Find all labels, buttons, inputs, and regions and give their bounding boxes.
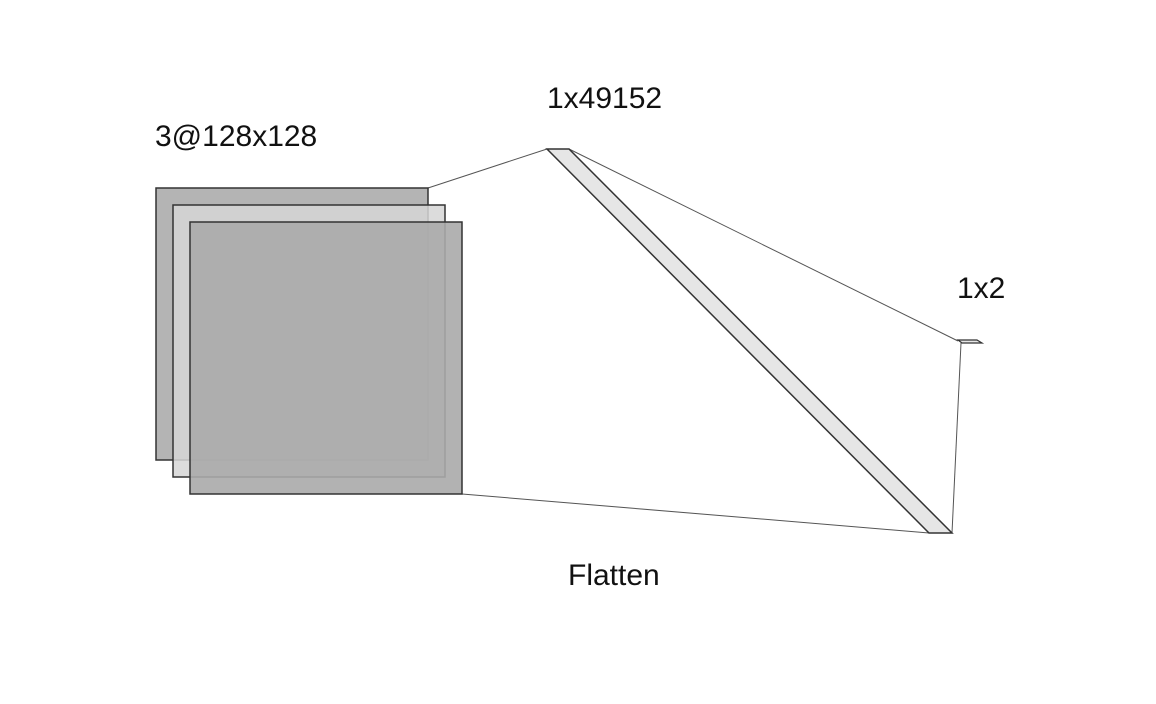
connector-flatten-top (568, 148, 959, 342)
flatten-size-label: 1x49152 (547, 82, 662, 115)
connector-input-bottom (461, 493, 930, 534)
output-size-label: 1x2 (957, 272, 1005, 305)
output-vector (956, 339, 985, 344)
feature-map-front (189, 221, 463, 495)
connector-flatten-bottom (951, 342, 962, 534)
connector-input-top (427, 148, 548, 189)
flatten-vector (545, 148, 954, 534)
input-size-label: 3@128x128 (155, 120, 317, 153)
operation-label: Flatten (568, 559, 660, 592)
